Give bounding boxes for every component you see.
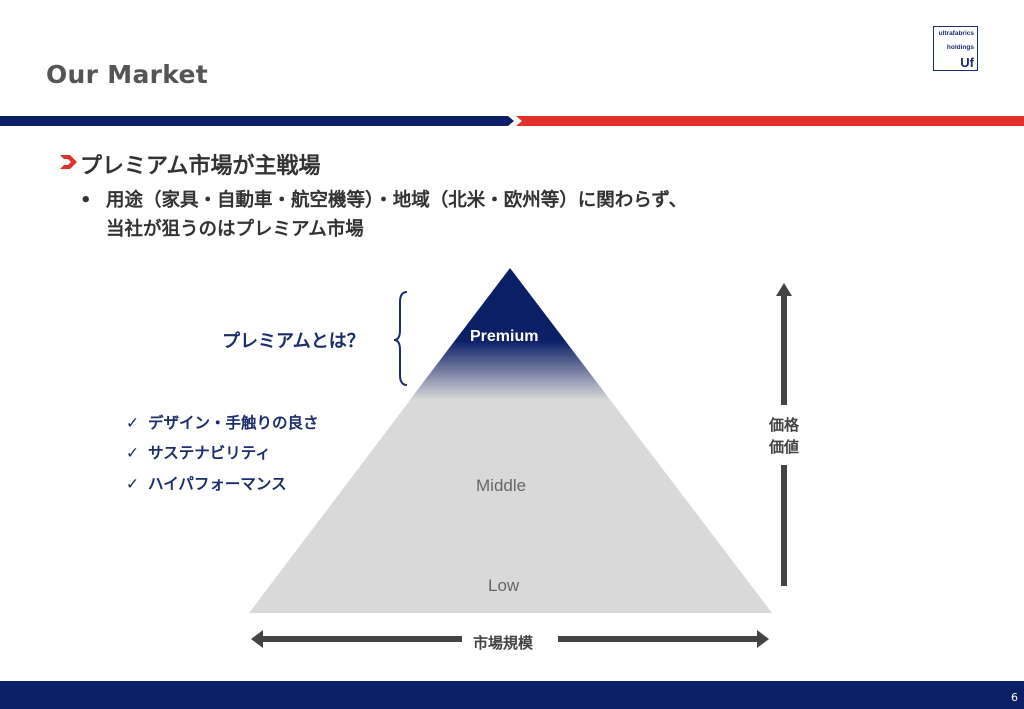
- value-label-line-2: 価値: [768, 438, 799, 456]
- checkmark-icon: ✓: [126, 414, 139, 432]
- bullet-dot: •: [80, 190, 92, 211]
- red-arrow-bullet-icon: [60, 155, 77, 169]
- brace-shape: [393, 291, 408, 386]
- value-arrow-shaft-lower: [781, 465, 787, 586]
- check-item-text: ハイパフォーマンス: [148, 475, 287, 493]
- header-divider: [0, 116, 1024, 126]
- company-logo: ultrafabrics holdings Uf: [933, 26, 978, 71]
- check-item: ✓ ハイパフォーマンス: [126, 472, 287, 494]
- check-item: ✓ サステナビリティ: [126, 441, 271, 463]
- pyramid-base: [249, 268, 772, 613]
- scale-arrow-right: [558, 630, 769, 648]
- logo-line-2: holdings: [946, 44, 974, 51]
- scale-axis-label: 市場規模: [473, 634, 534, 652]
- tier-label-premium: Premium: [470, 328, 539, 345]
- check-item-text: サステナビリティ: [148, 444, 271, 462]
- check-item-text: デザイン・手触りの良さ: [148, 414, 319, 432]
- slide-title: Our Market: [46, 60, 209, 89]
- value-axis-label: 価格 価値: [764, 414, 804, 458]
- page-number: 6: [1011, 691, 1018, 704]
- body-line-2: 当社が狙うのはプレミアム市場: [106, 219, 364, 240]
- premium-question-label: プレミアムとは？: [222, 331, 365, 352]
- logo-line-1: ultrafabrics: [938, 30, 974, 37]
- pyramid-premium-tier: [409, 268, 611, 401]
- check-item: ✓ デザイン・手触りの良さ: [126, 411, 319, 433]
- checkmark-icon: ✓: [126, 475, 139, 493]
- logo-mark: Uf: [960, 55, 974, 70]
- divider-navy-segment: [0, 116, 514, 126]
- section-heading: プレミアム市場が主戦場: [80, 154, 321, 179]
- divider-red-segment: [516, 116, 1024, 126]
- tier-label-low: Low: [488, 576, 520, 595]
- value-arrow-up: [776, 283, 792, 405]
- body-line-1: 用途（家具・自動車・航空機等）・地域（北米・欧州等）に関わらず、: [106, 190, 688, 211]
- scale-arrow-left: [251, 630, 462, 648]
- checkmark-icon: ✓: [126, 444, 139, 462]
- value-label-line-1: 価格: [768, 416, 799, 434]
- tier-label-middle: Middle: [476, 476, 527, 495]
- footer-bar: [0, 681, 1024, 709]
